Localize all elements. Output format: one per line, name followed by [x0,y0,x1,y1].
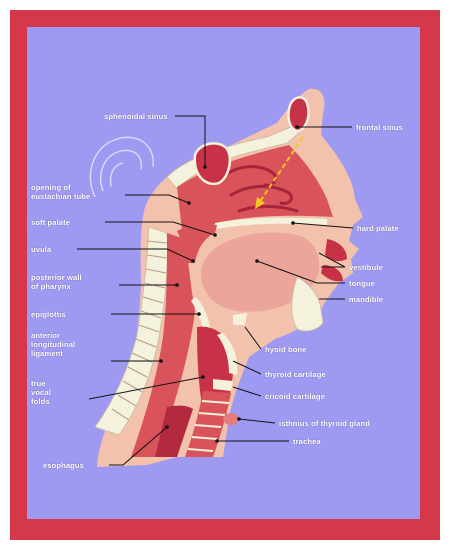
frontal-sinus-shape [288,97,308,131]
leader-cricoid [233,387,261,396]
hyoid-bone-shape [233,313,247,325]
label-frontal-sinus: frontal sinus [356,123,403,132]
label-tongue: tongue [349,279,375,288]
label-posterior-wall-of-pharynx: posterior wall of pharynx [31,273,82,291]
cricoid-cartilage-shape [213,379,233,391]
label-hard-palate: hard palate [357,224,399,233]
label-true-vocal-folds: true vocal folds [31,379,51,406]
label-esophagus: esophagus [43,461,84,470]
label-soft-palate: soft palate [31,218,70,227]
thyroid-isthmus-shape [223,413,239,425]
label-uvula: uvula [31,245,51,254]
label-hyoid-bone: hyoid bone [265,345,307,354]
sphenoidal-sinus-shape [195,143,230,184]
label-thyroid-cartilage: thyroid cartilage [265,370,326,379]
head-neck-sagittal-illustration [27,27,420,519]
label-isthmus-of-thyroid-gland: isthmus of thyroid gland [279,419,370,428]
label-epiglottis: epiglottis [31,310,66,319]
leader-isthmus [239,419,275,423]
label-anterior-longitudinal-ligament: anterior longitudinal ligament [31,331,75,358]
label-trachea: trachea [293,437,321,446]
label-opening-eustachian-tube: opening of eustachian tube [31,183,90,201]
ear-outline [90,137,153,197]
label-sphenoidal-sinus: sphenoidal sinus [104,112,168,121]
label-mandible: mandible [349,295,383,304]
label-cricoid-cartilage: cricoid cartilage [265,392,325,401]
label-vestibule: vestibule [349,263,383,272]
diagram-panel: sphenoidal sinus frontal sinus opening o… [27,27,420,519]
